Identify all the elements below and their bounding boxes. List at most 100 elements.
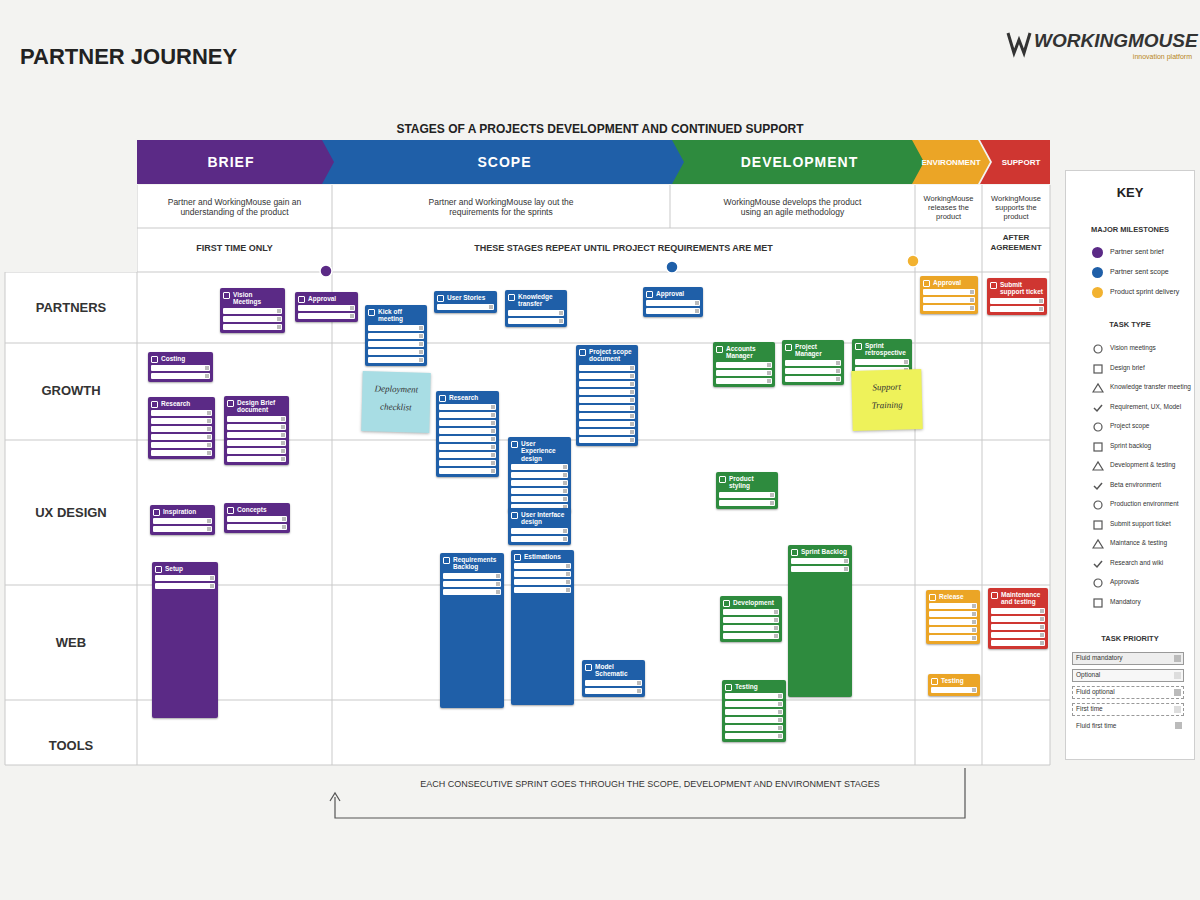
key-section-heading: TASK PRIORITY bbox=[1068, 634, 1192, 643]
card-title: Vision Meetings bbox=[233, 291, 282, 306]
task-item-bar bbox=[719, 500, 775, 506]
task-card: Approval bbox=[920, 276, 978, 314]
task-item-check bbox=[563, 497, 567, 501]
task-card: Testing bbox=[722, 680, 786, 742]
legend-entry: Knowledge transfer meeting bbox=[1072, 381, 1190, 395]
task-item-check bbox=[207, 451, 211, 455]
legend-entry: Research and wiki bbox=[1072, 557, 1190, 571]
legend-entry: Production environment bbox=[1072, 498, 1190, 512]
task-card: Research bbox=[148, 397, 215, 459]
stage-name: SUPPORT bbox=[1002, 158, 1041, 167]
task-card: Project Manager bbox=[782, 340, 844, 385]
task-item-bar bbox=[511, 472, 568, 478]
task-item-bar bbox=[439, 436, 496, 442]
task-type-icon bbox=[1092, 597, 1104, 609]
card-header: Requirements Backlog bbox=[443, 556, 501, 571]
legend-text: Beta environment bbox=[1110, 481, 1161, 488]
task-item-check bbox=[1040, 609, 1044, 613]
task-type-icon bbox=[1092, 382, 1104, 394]
task-item-check bbox=[778, 702, 782, 706]
task-icon bbox=[151, 356, 158, 363]
task-item-bar bbox=[223, 324, 282, 330]
task-card: Knowledge transfer bbox=[505, 290, 567, 327]
legend-entry: Fluid optional bbox=[1072, 686, 1190, 700]
task-icon bbox=[511, 441, 518, 448]
task-item-bar bbox=[227, 432, 286, 438]
priority-check bbox=[1174, 672, 1181, 679]
task-item-check bbox=[281, 441, 285, 445]
task-type-icon bbox=[1092, 421, 1104, 433]
card-title: Approval bbox=[933, 279, 961, 286]
task-card: Approval bbox=[643, 287, 703, 317]
task-item-bar bbox=[514, 587, 571, 593]
task-item-bar bbox=[368, 349, 424, 355]
task-item-bar bbox=[579, 365, 635, 371]
row-label: GROWTH bbox=[5, 383, 137, 399]
task-item-bar bbox=[153, 526, 212, 532]
task-item-bar bbox=[514, 571, 571, 577]
task-item-bar bbox=[723, 625, 779, 631]
task-card: Requirements Backlog bbox=[440, 553, 504, 708]
logo-mark bbox=[1008, 33, 1030, 53]
task-item-bar bbox=[223, 316, 282, 322]
task-item-bar bbox=[725, 725, 783, 731]
task-item-check bbox=[207, 527, 211, 531]
task-item-bar bbox=[579, 421, 635, 427]
task-item-check bbox=[1040, 625, 1044, 629]
task-item-bar bbox=[151, 373, 210, 379]
task-item-bar bbox=[155, 583, 215, 589]
legend-text: Research and wiki bbox=[1110, 559, 1163, 566]
row-label: WEB bbox=[5, 635, 137, 651]
task-item-bar bbox=[511, 496, 568, 502]
stage-description-text: WorkingMouse develops the product using … bbox=[718, 197, 868, 217]
task-item-bar bbox=[443, 589, 501, 595]
stage-description: WorkingMouse develops the product using … bbox=[670, 186, 915, 228]
task-item-bar bbox=[439, 412, 496, 418]
legend-entry: Development & testing bbox=[1072, 459, 1190, 473]
task-item-bar bbox=[579, 397, 635, 403]
row-label: UX DESIGN bbox=[5, 505, 137, 521]
task-item-check bbox=[566, 588, 570, 592]
legend-text: Maintance & testing bbox=[1110, 539, 1167, 546]
task-item-bar bbox=[991, 632, 1045, 638]
chevron-fill bbox=[672, 140, 927, 184]
task-item-bar bbox=[368, 325, 424, 331]
stage-description-text: Partner and WorkingMouse gain an underst… bbox=[160, 197, 310, 217]
legend-text: First time bbox=[1076, 705, 1103, 712]
task-item-bar bbox=[151, 410, 212, 416]
sticky-note: Support Training bbox=[851, 369, 923, 431]
task-item-check bbox=[419, 342, 423, 346]
stage-description: Partner and WorkingMouse gain an underst… bbox=[137, 186, 332, 228]
card-title: Testing bbox=[941, 677, 964, 684]
task-type-icon bbox=[1092, 558, 1104, 570]
task-item-check bbox=[774, 626, 778, 630]
task-item-bar bbox=[443, 573, 501, 579]
task-item-bar bbox=[227, 416, 286, 422]
key-section-heading: TASK TYPE bbox=[1068, 320, 1192, 329]
card-header: Research bbox=[439, 394, 496, 402]
milestone-swatch bbox=[1092, 247, 1103, 258]
legend-entry: First time bbox=[1072, 703, 1190, 717]
page-title: PARTNER JOURNEY bbox=[20, 44, 237, 70]
priority-check bbox=[1175, 722, 1182, 729]
task-item-check bbox=[491, 437, 495, 441]
task-item-check bbox=[282, 517, 286, 521]
task-item-check bbox=[282, 525, 286, 529]
task-item-check bbox=[778, 726, 782, 730]
legend-entry: Maintance & testing bbox=[1072, 537, 1190, 551]
task-item-bar bbox=[439, 404, 496, 410]
task-item-bar bbox=[443, 581, 501, 587]
task-item-check bbox=[277, 325, 281, 329]
priority-check bbox=[1174, 655, 1181, 662]
task-type-icon bbox=[1092, 402, 1104, 414]
task-item-check bbox=[836, 369, 840, 373]
task-item-check bbox=[563, 489, 567, 493]
chevron-fill bbox=[980, 140, 1050, 184]
task-item-check bbox=[210, 576, 214, 580]
task-item-check bbox=[778, 734, 782, 738]
task-card: Project scope document bbox=[576, 345, 638, 446]
task-item-bar bbox=[923, 297, 975, 303]
priority-check bbox=[1174, 689, 1181, 696]
card-header: Testing bbox=[931, 677, 977, 685]
task-item-bar bbox=[723, 633, 779, 639]
